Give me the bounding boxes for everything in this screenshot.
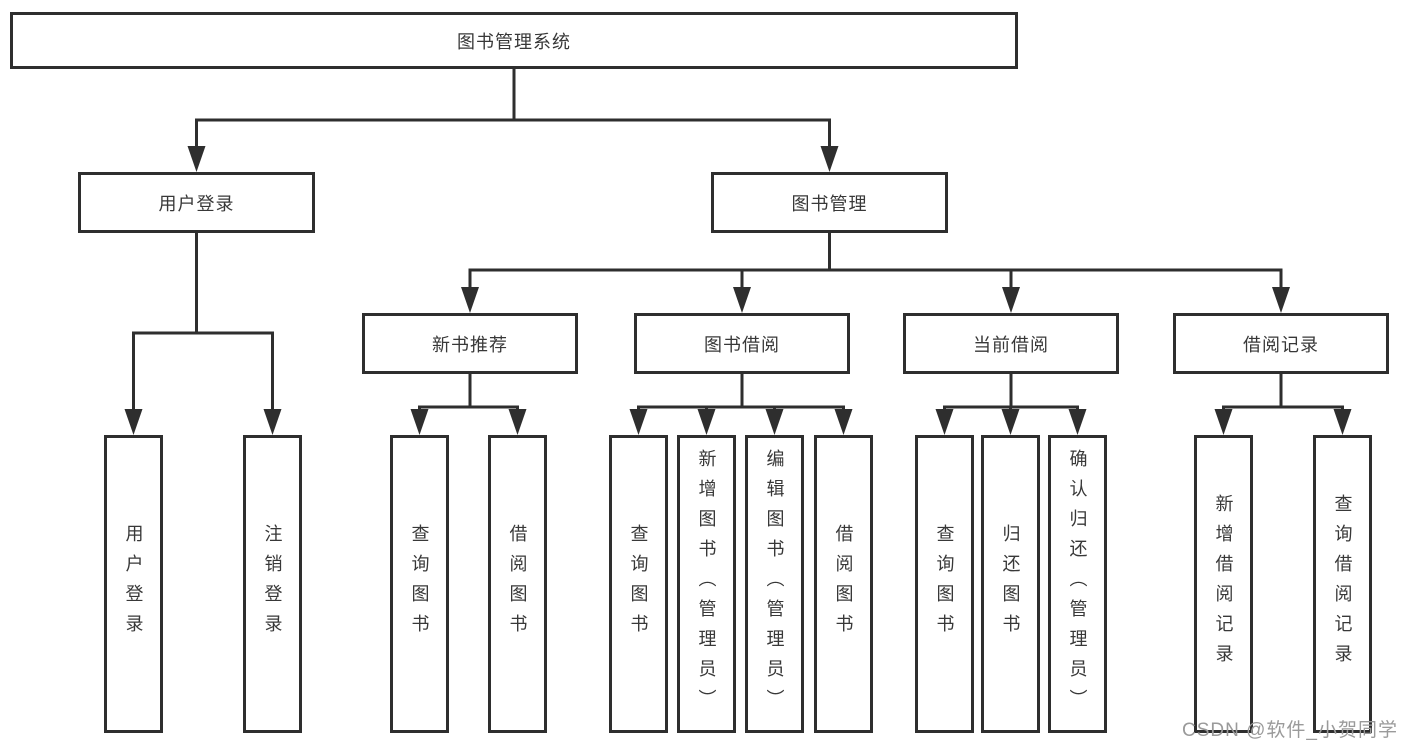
leaf-current-return-books-label: 归还图书 [1000, 524, 1021, 644]
leaf-current-query-books-label: 查询图书 [934, 524, 955, 644]
leaf-records-query-record-label: 查询借阅记录 [1332, 494, 1353, 674]
leaf-user-login: 用户登录 [104, 435, 163, 733]
leaf-current-confirm-return-admin-label: 确认归还（管理员） [1067, 449, 1088, 719]
leaf-borrowing-query-books-label: 查询图书 [628, 524, 649, 644]
leaf-newbooks-query-books-label: 查询图书 [409, 524, 430, 644]
node-library-system: 图书管理系统 [10, 12, 1018, 69]
node-current-borrowing: 当前借阅 [903, 313, 1119, 374]
node-book-management: 图书管理 [711, 172, 948, 233]
leaf-newbooks-borrow-books: 借阅图书 [488, 435, 547, 733]
leaf-newbooks-query-books: 查询图书 [390, 435, 449, 733]
leaf-user-login-label: 用户登录 [123, 524, 144, 644]
connector-new-book-recommend-children [410, 372, 527, 435]
node-new-book-recommend: 新书推荐 [362, 313, 578, 374]
leaf-current-return-books: 归还图书 [981, 435, 1040, 733]
leaf-records-add-record-label: 新增借阅记录 [1213, 494, 1234, 674]
node-book-borrowing: 图书借阅 [634, 313, 850, 374]
leaf-newbooks-borrow-books-label: 借阅图书 [507, 524, 528, 644]
connector-borrow-records-children [1214, 372, 1352, 435]
connector-book-borrowing-children [629, 372, 853, 435]
connector-current-borrowing-children [935, 372, 1087, 435]
leaf-records-add-record: 新增借阅记录 [1194, 435, 1253, 733]
leaf-borrowing-borrow-books: 借阅图书 [814, 435, 873, 733]
connector-book-management-children [461, 231, 1290, 313]
connector-root-to-level2 [187, 66, 839, 172]
leaf-current-query-books: 查询图书 [915, 435, 974, 733]
leaf-borrowing-query-books: 查询图书 [609, 435, 668, 733]
leaf-borrowing-edit-books-admin-label: 编辑图书（管理员） [764, 449, 785, 719]
leaf-borrowing-edit-books-admin: 编辑图书（管理员） [745, 435, 804, 733]
leaf-current-confirm-return-admin: 确认归还（管理员） [1048, 435, 1107, 733]
connector-user-login-children [124, 231, 282, 435]
leaf-logout: 注销登录 [243, 435, 302, 733]
leaf-borrowing-add-books-admin-label: 新增图书（管理员） [696, 449, 717, 719]
leaf-logout-label: 注销登录 [262, 524, 283, 644]
leaf-borrowing-borrow-books-label: 借阅图书 [833, 524, 854, 644]
watermark: CSDN @软件_小贺同学 [1182, 720, 1398, 741]
node-user-login: 用户登录 [78, 172, 315, 233]
leaf-borrowing-add-books-admin: 新增图书（管理员） [677, 435, 736, 733]
leaf-records-query-record: 查询借阅记录 [1313, 435, 1372, 733]
node-borrow-records: 借阅记录 [1173, 313, 1389, 374]
